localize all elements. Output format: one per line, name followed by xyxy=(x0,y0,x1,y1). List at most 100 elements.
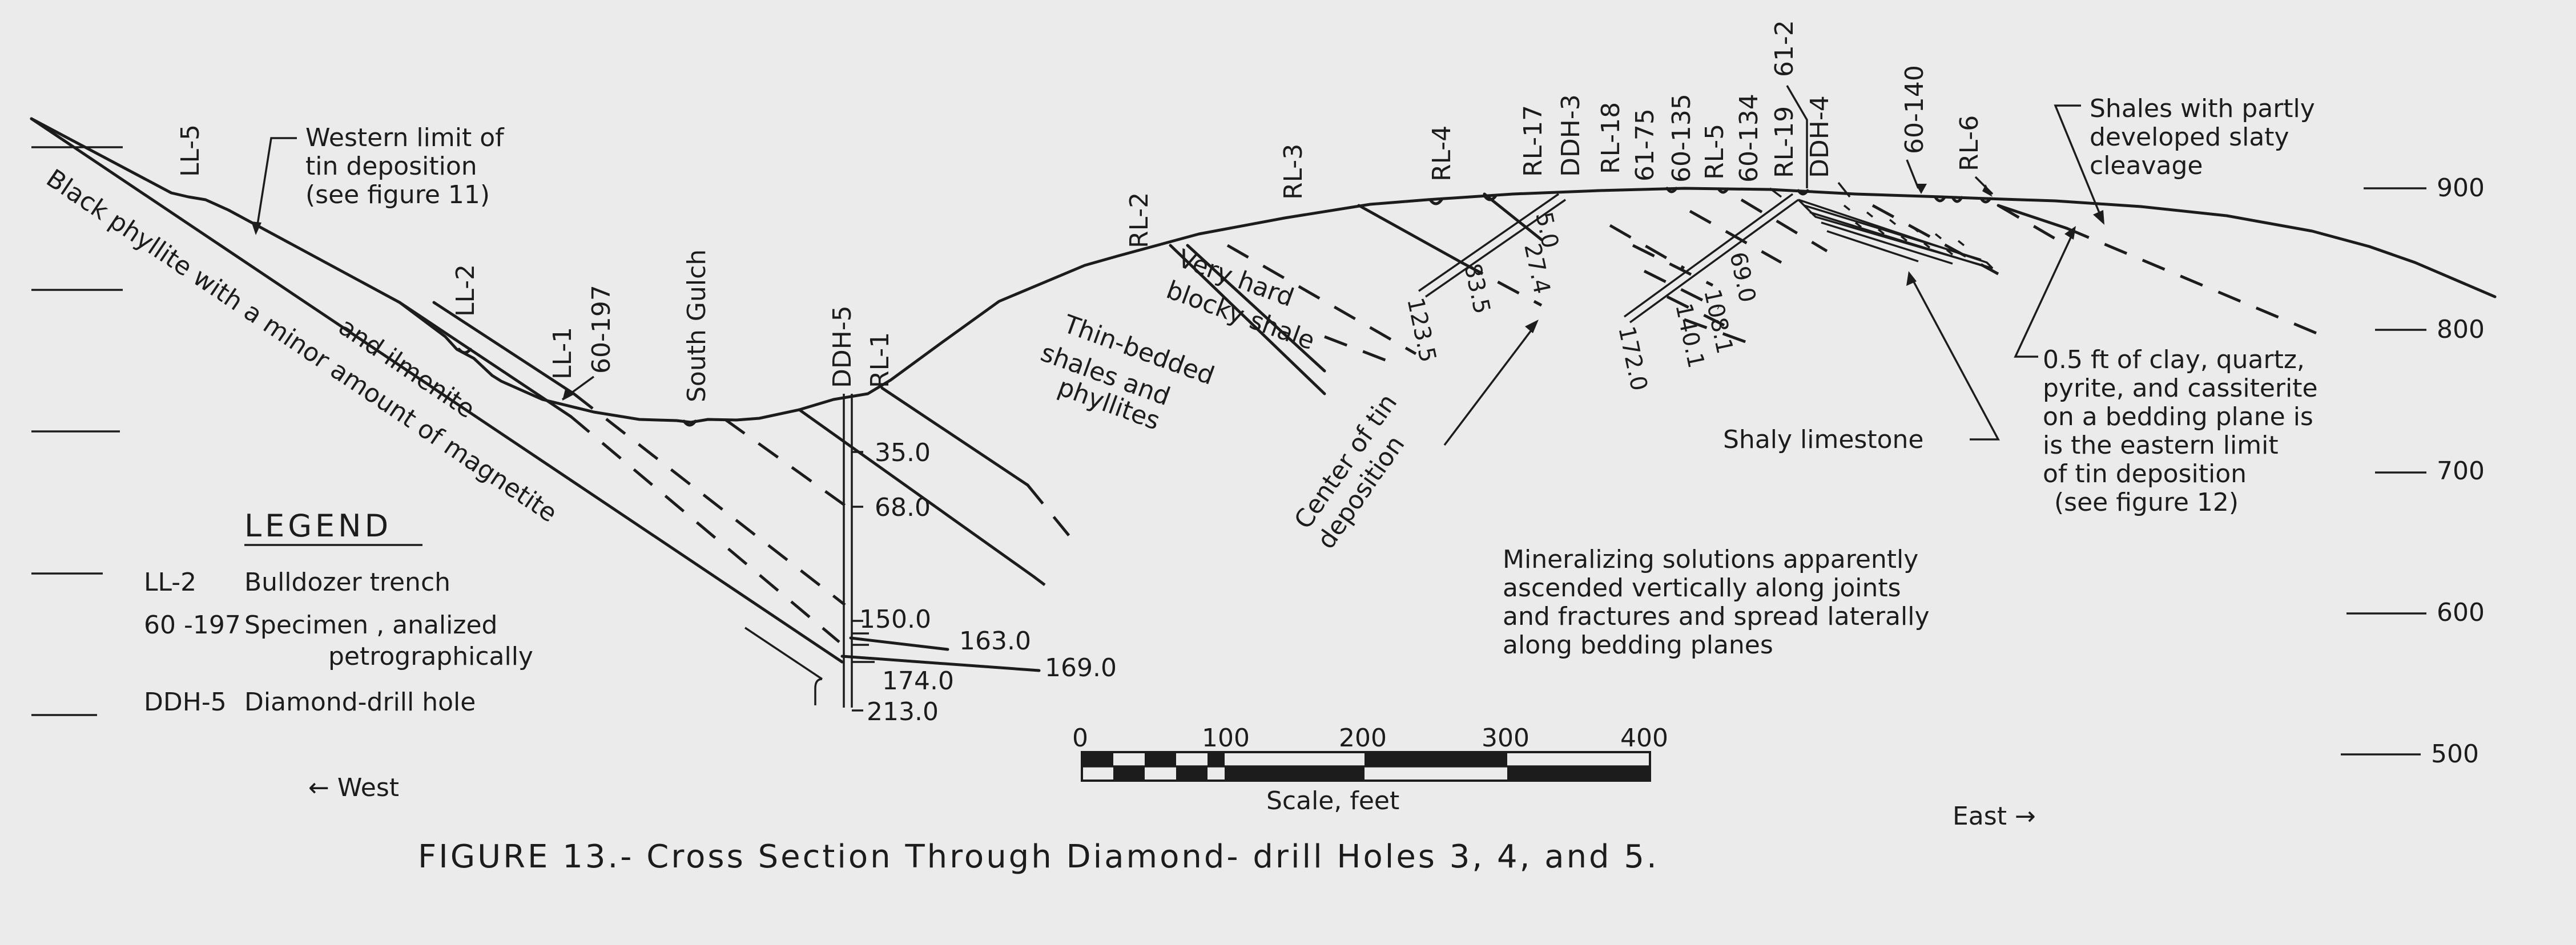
dashed-bedding-east-1 xyxy=(1460,261,1543,307)
scale-bar xyxy=(1081,751,1651,782)
dashed-bedding-center-2 xyxy=(1226,244,1417,356)
bedding-east-1 xyxy=(1357,204,1463,264)
label-rl2: RL-2 xyxy=(1125,192,1154,248)
western-limit-leader xyxy=(256,137,297,229)
label-60-140: 60-140 xyxy=(1900,65,1929,154)
eastern-limit-leader xyxy=(2014,233,2074,358)
elev-700: 700 xyxy=(2437,457,2485,486)
bedding-rl1-4 xyxy=(849,636,949,651)
label-61-2: 61-2 xyxy=(1770,20,1799,77)
dashed-bedding-center-1 xyxy=(1324,335,1399,367)
dashed-bedding-east-10 xyxy=(1997,204,2068,247)
figure-title: FIGURE 13.- Cross Section Through Diamon… xyxy=(418,838,1659,875)
eastern-limit-line1: 0.5 ft of clay, quartz, xyxy=(2043,345,2305,374)
scale-tick-100: 100 xyxy=(1202,724,1250,753)
scale-tick-300: 300 xyxy=(1482,724,1530,753)
dashed-bedding-rl1-1 xyxy=(1027,484,1080,549)
shaly-limestone-label: Shaly limestone xyxy=(1723,425,1923,454)
scale-tick-400: 400 xyxy=(1620,724,1668,753)
shales-slaty-line2: developed slaty xyxy=(2090,123,2289,152)
label-leaders xyxy=(561,85,1994,401)
legend-symbol-ddh: DDH-5 xyxy=(144,688,227,717)
dashed-bedding-east-9 xyxy=(1871,204,1999,276)
legend-desc-petro: petrographically xyxy=(328,642,533,671)
dashed-bedding-east-4 xyxy=(1643,269,1720,310)
bedding-line-2 xyxy=(432,301,575,395)
label-ll1: LL-1 xyxy=(548,327,577,379)
shales-slaty-arrow xyxy=(2093,210,2104,225)
center-tin-arrow xyxy=(1525,320,1539,333)
legend-symbol-specimen: 60 -197 xyxy=(144,611,241,640)
eastern-limit-line2: pyrite, and cassiterite xyxy=(2043,374,2318,403)
legend-desc-ddh: Diamond-drill hole xyxy=(244,688,476,717)
dashed-bedding-east-11 xyxy=(2066,227,2319,336)
direction-west: ← West xyxy=(308,773,399,802)
dashed-bedding-east-8 xyxy=(1740,198,1828,253)
label-rl4: RL-4 xyxy=(1427,126,1456,181)
bedding-rl1-2 xyxy=(798,408,1035,578)
elevation-ticks xyxy=(31,146,2426,756)
mineralizing-line4: along bedding planes xyxy=(1503,631,1773,660)
label-rl18: RL-18 xyxy=(1596,102,1625,174)
label-rl5: RL-5 xyxy=(1700,124,1729,180)
eastern-limit-line3: on a bedding plane is xyxy=(2043,402,2313,431)
ddh5-depth-150: 150.0 xyxy=(859,605,931,634)
ddh3-depth-123: 123.5 xyxy=(1402,296,1441,365)
label-ddh5: DDH-5 xyxy=(828,305,857,388)
label-ll5: LL-5 xyxy=(176,124,205,177)
ddh5-depth-ticks xyxy=(852,451,875,712)
ddh4-depth-69: 69.0 xyxy=(1724,250,1761,305)
legend-desc-specimen: Specimen , analized xyxy=(244,611,497,640)
label-60-197: 60-197 xyxy=(587,285,616,374)
ddh4-drill-hole xyxy=(1623,193,1800,324)
ddh3-drill-hole xyxy=(1418,193,1566,298)
dashed-bedding-west-2 xyxy=(573,393,846,606)
ddh5-drill-hole xyxy=(814,394,853,708)
western-limit-line2: tin deposition xyxy=(305,152,477,181)
legend-symbol-ll2: LL-2 xyxy=(144,568,196,597)
dashed-bedding-rl1-2 xyxy=(1032,575,1046,586)
label-ddh4: DDH-4 xyxy=(1805,95,1834,178)
dashed-bedding-east-5 xyxy=(1666,295,1725,327)
mineralizing-line2: ascended vertically along joints xyxy=(1503,574,1901,603)
dashed-bedding-east-3 xyxy=(1632,244,1714,287)
black-phyllite-line1: Black phyllite with a minor amount of ma… xyxy=(41,164,562,528)
bedding-thinbedded-1 xyxy=(1169,244,1326,395)
shales-slaty-line1: Shales with partly xyxy=(2090,94,2315,123)
scale-tick-0: 0 xyxy=(1072,724,1088,753)
label-ll2: LL-2 xyxy=(451,264,480,317)
mineralizing-line1: Mineralizing solutions apparently xyxy=(1503,545,1918,574)
center-tin-leader xyxy=(1443,327,1534,446)
eastern-limit-line5: of tin deposition xyxy=(2043,459,2247,488)
bedding-line-3 xyxy=(398,301,573,418)
western-limit-arrow xyxy=(251,221,261,235)
scale-label: Scale, feet xyxy=(1266,786,1399,815)
eastern-limit-line4: is the eastern limit xyxy=(2043,431,2279,460)
dashed-bedding-west-1 xyxy=(570,415,840,643)
dashed-bedding-east-6 xyxy=(1684,318,1748,344)
ddh5-depth-68: 68.0 xyxy=(875,493,931,522)
shales-slaty-line3: cleavage xyxy=(2090,151,2203,180)
bedding-thinbedded-2 xyxy=(1186,244,1326,373)
bedding-rl1-3 xyxy=(840,655,1041,672)
elev-600: 600 xyxy=(2437,598,2485,627)
ddh4-depth-172: 172.0 xyxy=(1613,324,1652,394)
phyllite-leader xyxy=(744,627,823,680)
bedding-rl1-1 xyxy=(880,386,1029,487)
bedding-line-1 xyxy=(30,117,844,664)
ddh5-depth-163: 163.0 xyxy=(959,627,1031,656)
shaly-limestone-leader xyxy=(1911,279,2000,441)
dashed-bedding-west-3 xyxy=(724,418,858,515)
label-ddh3: DDH-3 xyxy=(1556,94,1585,177)
label-rl6: RL-6 xyxy=(1955,115,1984,171)
shaly-limestone-arrow xyxy=(1906,271,1917,286)
eastern-limit-arrow xyxy=(2064,226,2076,240)
label-rl1: RL-1 xyxy=(866,332,895,388)
scale-tick-200: 200 xyxy=(1339,724,1387,753)
ddh5-depth-213: 213.0 xyxy=(867,697,939,726)
ddh5-depth-174: 174.0 xyxy=(882,667,954,696)
legend-desc-ll2: Bulldozer trench xyxy=(244,568,450,597)
direction-east: East → xyxy=(1953,802,2036,831)
label-rl19: RL-19 xyxy=(1770,106,1799,178)
